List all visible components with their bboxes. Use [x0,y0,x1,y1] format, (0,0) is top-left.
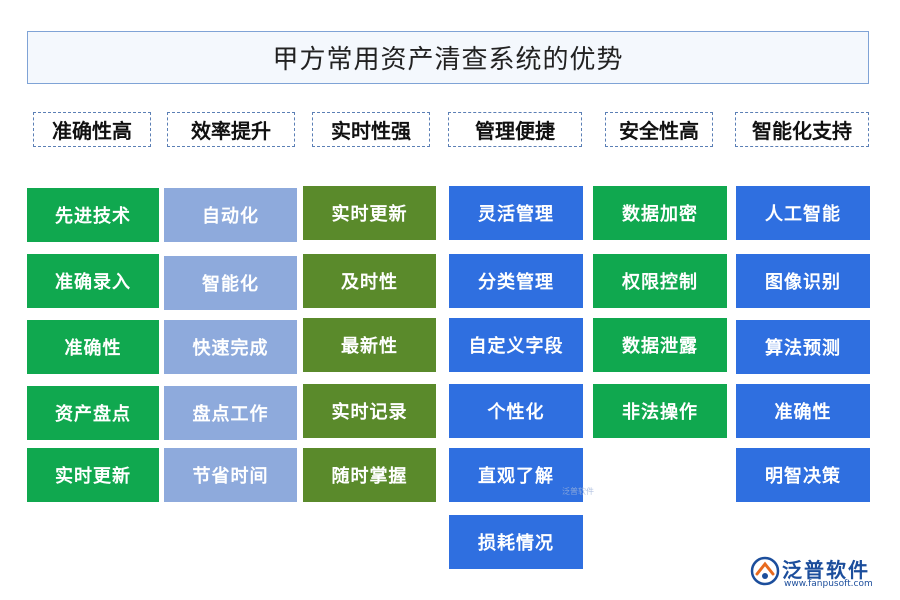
feature-box: 节省时间 [164,448,297,502]
feature-box: 权限控制 [593,254,727,308]
category-security: 安全性高 [605,112,713,147]
feature-box: 及时性 [303,254,436,308]
feature-box: 分类管理 [449,254,583,308]
feature-box: 非法操作 [593,384,727,438]
feature-box: 实时记录 [303,384,436,438]
feature-box: 智能化 [164,256,297,310]
category-efficiency: 效率提升 [167,112,295,147]
feature-box: 直观了解 [449,448,583,502]
logo-url: www.fanpusoft.com [784,579,873,589]
feature-box: 随时掌握 [303,448,436,502]
feature-box: 数据加密 [593,186,727,240]
category-accuracy: 准确性高 [33,112,151,147]
feature-box: 自动化 [164,188,297,242]
category-realtime: 实时性强 [312,112,430,147]
feature-box: 准确录入 [27,254,159,308]
logo-name: 泛普软件 [782,558,870,582]
feature-box: 灵活管理 [449,186,583,240]
feature-box: 资产盘点 [27,386,159,440]
feature-box: 准确性 [736,384,870,438]
feature-box: 图像识别 [736,254,870,308]
feature-box: 个性化 [449,384,583,438]
feature-box: 数据泄露 [593,318,727,372]
fanpu-logo-icon [750,556,780,586]
brand-logo: 泛普软件 www.fanpusoft.com [748,554,888,592]
feature-box: 算法预测 [736,320,870,374]
feature-box: 最新性 [303,318,436,372]
diagram-title: 甲方常用资产清查系统的优势 [27,31,869,84]
category-management: 管理便捷 [448,112,582,147]
feature-box: 快速完成 [164,320,297,374]
category-intelligence: 智能化支持 [735,112,869,147]
feature-box: 实时更新 [303,186,436,240]
feature-box: 盘点工作 [164,386,297,440]
feature-box: 准确性 [27,320,159,374]
feature-box: 自定义字段 [449,318,583,372]
feature-box: 实时更新 [27,448,159,502]
feature-box: 人工智能 [736,186,870,240]
feature-box: 先进技术 [27,188,159,242]
feature-box: 损耗情况 [449,515,583,569]
watermark-text: 泛普软件 [562,487,594,496]
feature-box: 明智决策 [736,448,870,502]
